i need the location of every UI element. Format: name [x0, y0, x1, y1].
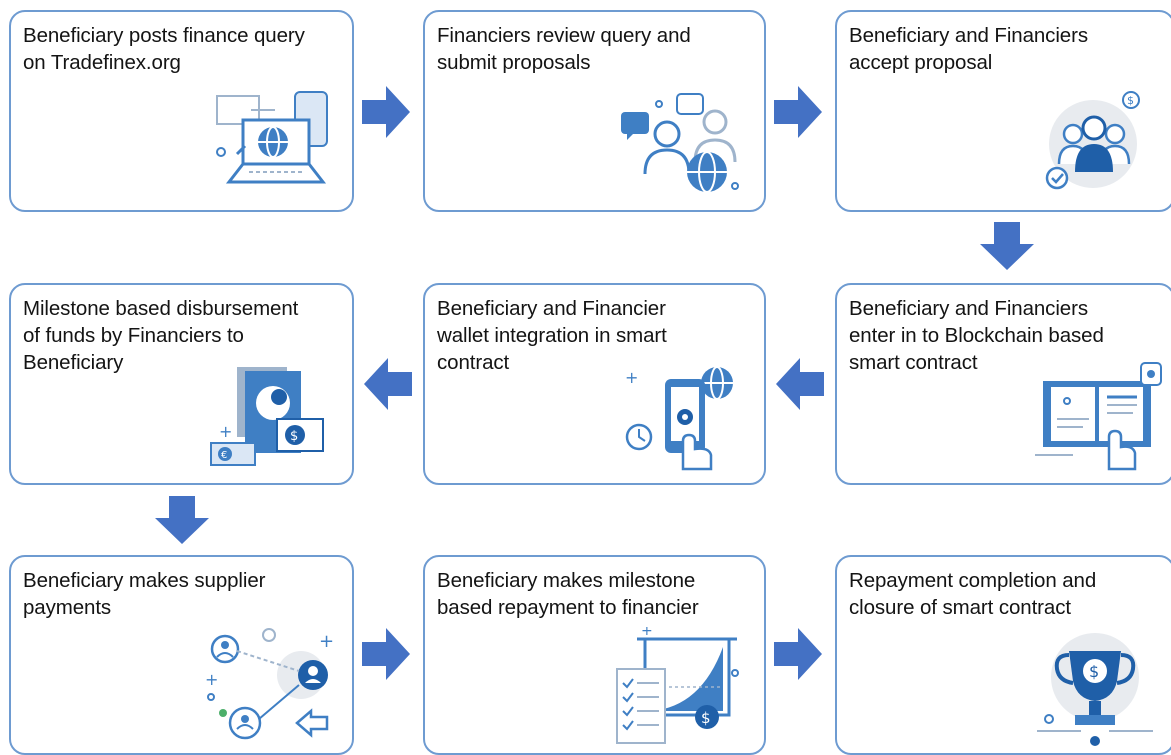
svg-text:+: +	[219, 422, 232, 441]
arrow-right-4	[774, 628, 822, 680]
arrow-left-1	[776, 358, 824, 410]
network-payments-icon: + +	[205, 628, 334, 740]
step-card-3: Beneficiary and Financiers accept propos…	[835, 10, 1171, 212]
arrow-right-2	[774, 86, 822, 138]
chart-repayment-icon: $ +	[616, 627, 739, 744]
people-chat-globe-icon	[621, 93, 739, 193]
svg-text:$: $	[701, 709, 711, 727]
step-card-1: Beneficiary posts finance query on Trade…	[9, 10, 354, 212]
arrow-down-1	[980, 222, 1034, 270]
arrow-down-2	[155, 496, 209, 544]
arrow-right-1	[362, 86, 410, 138]
svg-text:$: $	[290, 429, 298, 444]
svg-text:+: +	[641, 627, 653, 639]
step-card-9: Repayment completion and closure of smar…	[835, 555, 1171, 755]
step-text: Beneficiary and Financiers accept propos…	[849, 24, 1088, 74]
step-text: Beneficiary posts finance query on Trade…	[23, 24, 305, 74]
arrow-right-3	[362, 628, 410, 680]
svg-text:+: +	[625, 368, 638, 387]
svg-text:+: +	[319, 631, 334, 652]
step-text: Beneficiary makes supplier payments	[23, 569, 266, 619]
arrow-left-2	[364, 358, 412, 410]
svg-text:$: $	[1127, 94, 1134, 107]
group-accept-icon: $	[1045, 91, 1140, 190]
step-card-5: Beneficiary and Financier wallet integra…	[423, 283, 766, 485]
step-text: Milestone based disbursement of funds by…	[23, 297, 299, 374]
svg-text:+: +	[205, 670, 218, 689]
step-text: Beneficiary makes milestone based repaym…	[437, 569, 699, 619]
svg-text:$: $	[1089, 662, 1099, 681]
passport-funds-icon: $ € +	[210, 367, 324, 466]
laptop-globe-icon	[216, 91, 328, 184]
step-text: Financiers review query and submit propo…	[437, 24, 691, 74]
step-text: Repayment completion and closure of smar…	[849, 569, 1097, 619]
step-card-6: Milestone based disbursement of funds by…	[9, 283, 354, 485]
phone-wallet-icon: +	[625, 366, 733, 471]
step-card-2: Financiers review query and submit propo…	[423, 10, 766, 212]
step-text: Beneficiary and Financiers enter in to B…	[849, 297, 1104, 374]
book-contract-lock-icon	[1035, 362, 1162, 471]
svg-text:€: €	[221, 450, 227, 461]
step-card-4: Beneficiary and Financiers enter in to B…	[835, 283, 1171, 485]
step-card-8: Beneficiary makes milestone based repaym…	[423, 555, 766, 755]
step-text: Beneficiary and Financier wallet integra…	[437, 297, 667, 374]
step-card-7: Beneficiary makes supplier payments + +	[9, 555, 354, 755]
trophy-dollar-icon: $	[1037, 633, 1153, 746]
